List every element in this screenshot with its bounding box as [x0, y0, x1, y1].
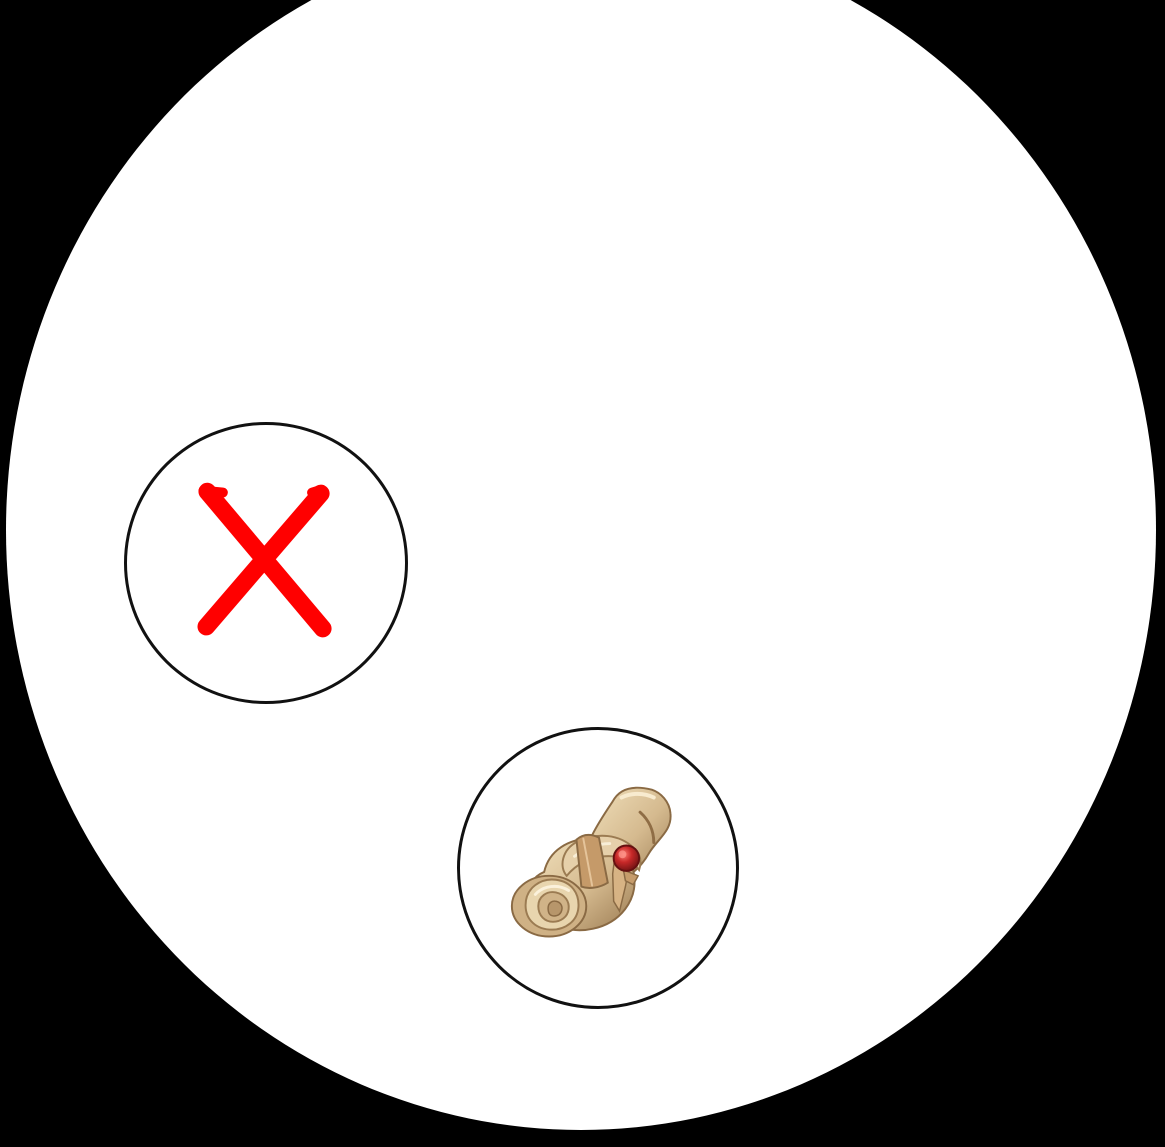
- cancel-button[interactable]: [124, 422, 408, 704]
- close-icon: [197, 482, 332, 638]
- scroll-icon: [510, 786, 672, 938]
- scroll-button[interactable]: [457, 727, 739, 1009]
